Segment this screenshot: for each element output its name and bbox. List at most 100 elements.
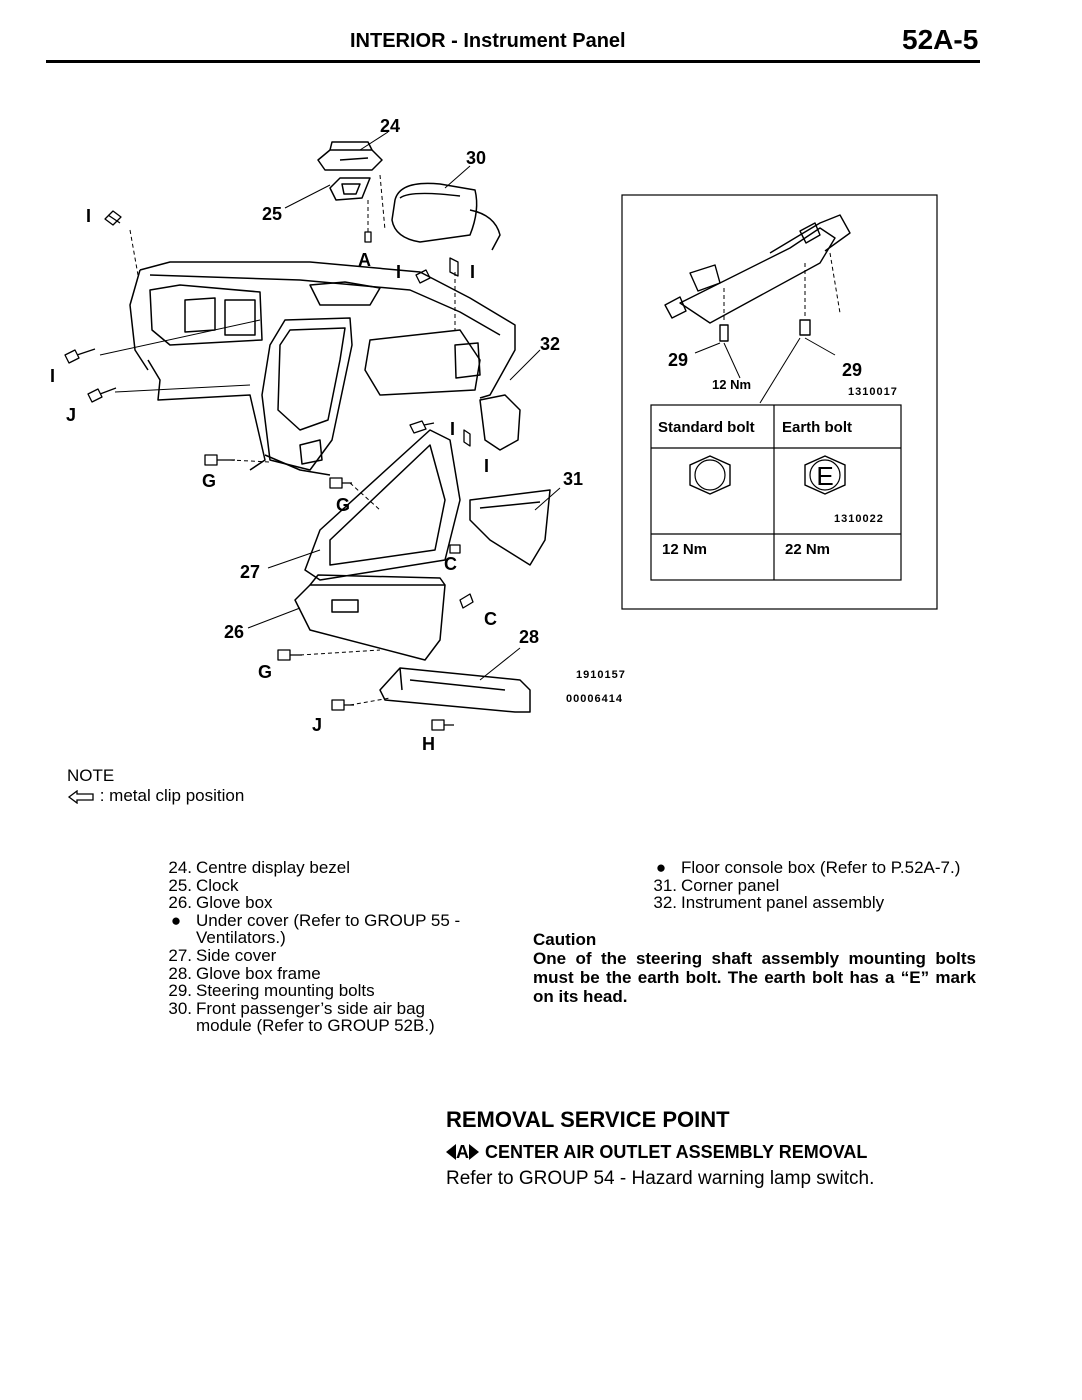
parts-list-item: 28.Glove box frame	[160, 963, 500, 983]
parts-list-text: Clock	[196, 875, 239, 895]
page-number: 52A-5	[902, 24, 979, 55]
parts-list-text: Centre display bezel	[196, 858, 351, 877]
parts-list-item: 32.Instrument panel assembly	[645, 894, 985, 912]
callout-c: C	[444, 554, 457, 574]
parts-list-text: Glove box	[196, 893, 273, 913]
earth-bolt-torque: 22 Nm	[785, 541, 830, 558]
parts-list-item: 26.Glove box	[160, 894, 500, 912]
diagram-callouts: 24 30 25 I A I I 32 I J I I G G 31 27 C …	[50, 116, 583, 754]
parts-list-number: 28.	[168, 963, 192, 983]
page-section-title: INTERIOR - Instrument Panel	[350, 30, 626, 52]
parts-list-text: Side cover	[196, 945, 277, 965]
parts-list-item: 27.Side cover	[160, 947, 500, 965]
parts-list-item: ● Under cover (Refer to GROUP 55 -	[160, 912, 500, 930]
earth-bolt-head-icon	[804, 455, 846, 495]
callout-i: I	[50, 366, 55, 386]
parts-list-number: 24.	[168, 858, 192, 877]
removal-marker: A	[456, 1142, 469, 1162]
parts-list-text: Under cover (Refer to GROUP 55 -	[196, 910, 461, 930]
metal-clip-arrow-icon	[67, 789, 94, 804]
diagram-artwork	[64, 141, 551, 731]
table-header-standard-bolt: Standard bolt	[658, 419, 755, 436]
standard-bolt-washer-icon	[694, 459, 726, 491]
table-header-earth-bolt: Earth bolt	[782, 419, 852, 436]
parts-list-text: module (Refer to GROUP 52B.)	[196, 1016, 435, 1036]
parts-list-item: 24.Centre display bezel	[160, 859, 500, 877]
parts-list-number: ●	[655, 858, 667, 877]
removal-subheading-text: CENTER AIR OUTLET ASSEMBLY REMOVAL	[485, 1142, 868, 1162]
parts-list-number: ●	[170, 910, 182, 930]
parts-list-text: Front passenger’s side air bag	[196, 998, 426, 1018]
removal-instruction: Refer to GROUP 54 - Hazard warning lamp …	[446, 1168, 875, 1189]
parts-list-item: 30.Front passenger’s side air bag	[160, 1000, 500, 1018]
callout-c: C	[484, 609, 497, 629]
header-rule	[46, 60, 980, 63]
callout-g: G	[202, 471, 216, 491]
detail-callout-29-standard: 29	[668, 350, 688, 370]
detail-callout-29-earth: 29	[842, 360, 862, 380]
callout-g: G	[336, 495, 350, 515]
assembly-dashed-lines	[129, 174, 456, 706]
removal-service-point-heading: REMOVAL SERVICE POINT	[446, 1107, 730, 1132]
callout-31: 31	[563, 469, 583, 489]
parts-list-number: 29.	[168, 981, 192, 1001]
callout-j: J	[312, 715, 322, 735]
callout-30: 30	[466, 148, 486, 168]
parts-list-item: Ventilators.)	[160, 929, 500, 947]
bolt-table: Standard bolt Earth bolt E 1310022 12 Nm…	[650, 404, 902, 581]
caution-title: Caution	[533, 930, 597, 949]
figure-code: 00006414	[566, 693, 623, 705]
callout-27: 27	[240, 562, 260, 582]
parts-list-number: 32.	[653, 893, 677, 913]
note-legend: : metal clip position	[67, 786, 244, 806]
callout-24: 24	[380, 116, 400, 136]
parts-list-number	[160, 1017, 192, 1035]
callout-a: A	[358, 250, 371, 270]
callout-25: 25	[262, 204, 282, 224]
caution-text: One of the steering shaft assembly mount…	[533, 949, 976, 1006]
parts-list-text: Steering mounting bolts	[196, 981, 375, 1001]
earth-bolt-mark: E	[816, 461, 833, 491]
steering-bolt-detail: 29 12 Nm 29 1310017 Standard bolt Earth …	[621, 194, 938, 610]
parts-list-number: 27.	[168, 945, 192, 965]
parts-list-item: ●Floor console box (Refer to P.52A-7.)	[645, 859, 985, 877]
instrument-panel-exploded-diagram: 24 30 25 I A I I 32 I J I I G G 31 27 C …	[50, 116, 626, 754]
parts-list-text: Glove box frame	[196, 963, 321, 983]
parts-list-text: Ventilators.)	[196, 928, 286, 948]
parts-list-number: 30.	[168, 998, 192, 1018]
parts-list-text: Instrument panel assembly	[681, 893, 885, 913]
parts-list-number: 31.	[653, 875, 677, 895]
marker-right-arrow-icon	[469, 1144, 479, 1160]
callout-j: J	[66, 405, 76, 425]
callout-i: I	[484, 456, 489, 476]
parts-list-item: 25.Clock	[160, 875, 500, 895]
removal-subheading: A CENTER AIR OUTLET ASSEMBLY REMOVAL	[446, 1142, 867, 1163]
callout-i: I	[450, 419, 455, 439]
parts-list-number: 26.	[168, 893, 192, 913]
callout-i: I	[86, 206, 91, 226]
callout-i: I	[470, 262, 475, 282]
parts-list-item: 29.Steering mounting bolts	[160, 982, 500, 1000]
parts-list-item: module (Refer to GROUP 52B.)	[160, 1017, 500, 1035]
table-figure-code: 1310022	[834, 513, 884, 525]
note-legend-text: : metal clip position	[99, 786, 245, 805]
figure-code: 1910157	[576, 669, 626, 681]
callout-28: 28	[519, 627, 539, 647]
parts-list-number: 25.	[168, 875, 192, 895]
detail-torque-label: 12 Nm	[712, 377, 751, 392]
parts-list-right: ●Floor console box (Refer to P.52A-7.)31…	[645, 859, 985, 912]
parts-list-item: 31.Corner panel	[645, 875, 985, 895]
note-block: NOTE : metal clip position	[67, 766, 244, 806]
callout-i: I	[396, 262, 401, 282]
parts-list-text: Corner panel	[681, 875, 780, 895]
callout-h: H	[422, 734, 435, 754]
standard-bolt-torque: 12 Nm	[662, 541, 707, 558]
standard-bolt-head-icon	[689, 455, 731, 495]
leader-lines	[99, 131, 561, 681]
callout-32: 32	[540, 334, 560, 354]
parts-list-number	[160, 929, 192, 947]
note-title: NOTE	[67, 766, 115, 785]
steering-column-artwork	[664, 214, 851, 342]
detail-figure-code: 1310017	[848, 386, 898, 398]
